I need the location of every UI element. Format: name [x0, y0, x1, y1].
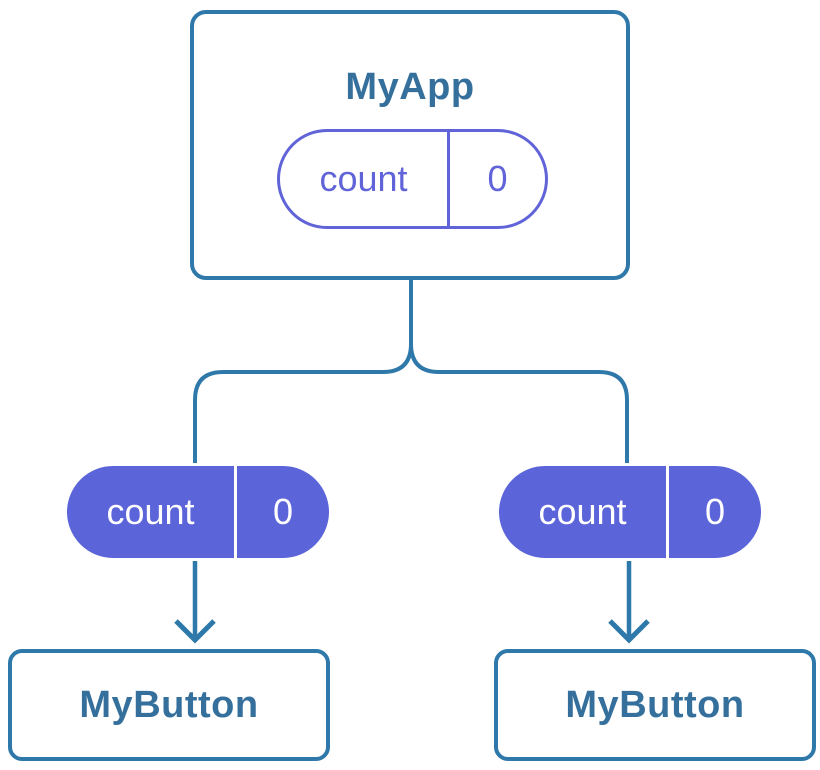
child-component-card-left: MyButton	[8, 649, 330, 761]
child-component-title: MyButton	[79, 683, 259, 726]
state-label: count	[280, 132, 450, 226]
arrow-right-head-icon	[608, 619, 650, 644]
state-value: 0	[487, 158, 508, 199]
branch-right-line	[409, 343, 629, 465]
prop-value: 0	[704, 491, 726, 532]
root-state-pill: count 0	[277, 129, 548, 229]
child-component-title: MyButton	[565, 683, 745, 726]
arrow-left-head-icon	[174, 619, 216, 644]
prop-label: count	[499, 466, 669, 558]
root-component-title: MyApp	[345, 66, 475, 108]
child-component-card-right: MyButton	[494, 649, 816, 761]
prop-value: 0	[272, 491, 294, 532]
prop-pill-left: count 0	[64, 463, 332, 561]
branch-left-line	[193, 343, 413, 465]
prop-label: count	[67, 466, 237, 558]
prop-pill-right: count 0	[496, 463, 764, 561]
